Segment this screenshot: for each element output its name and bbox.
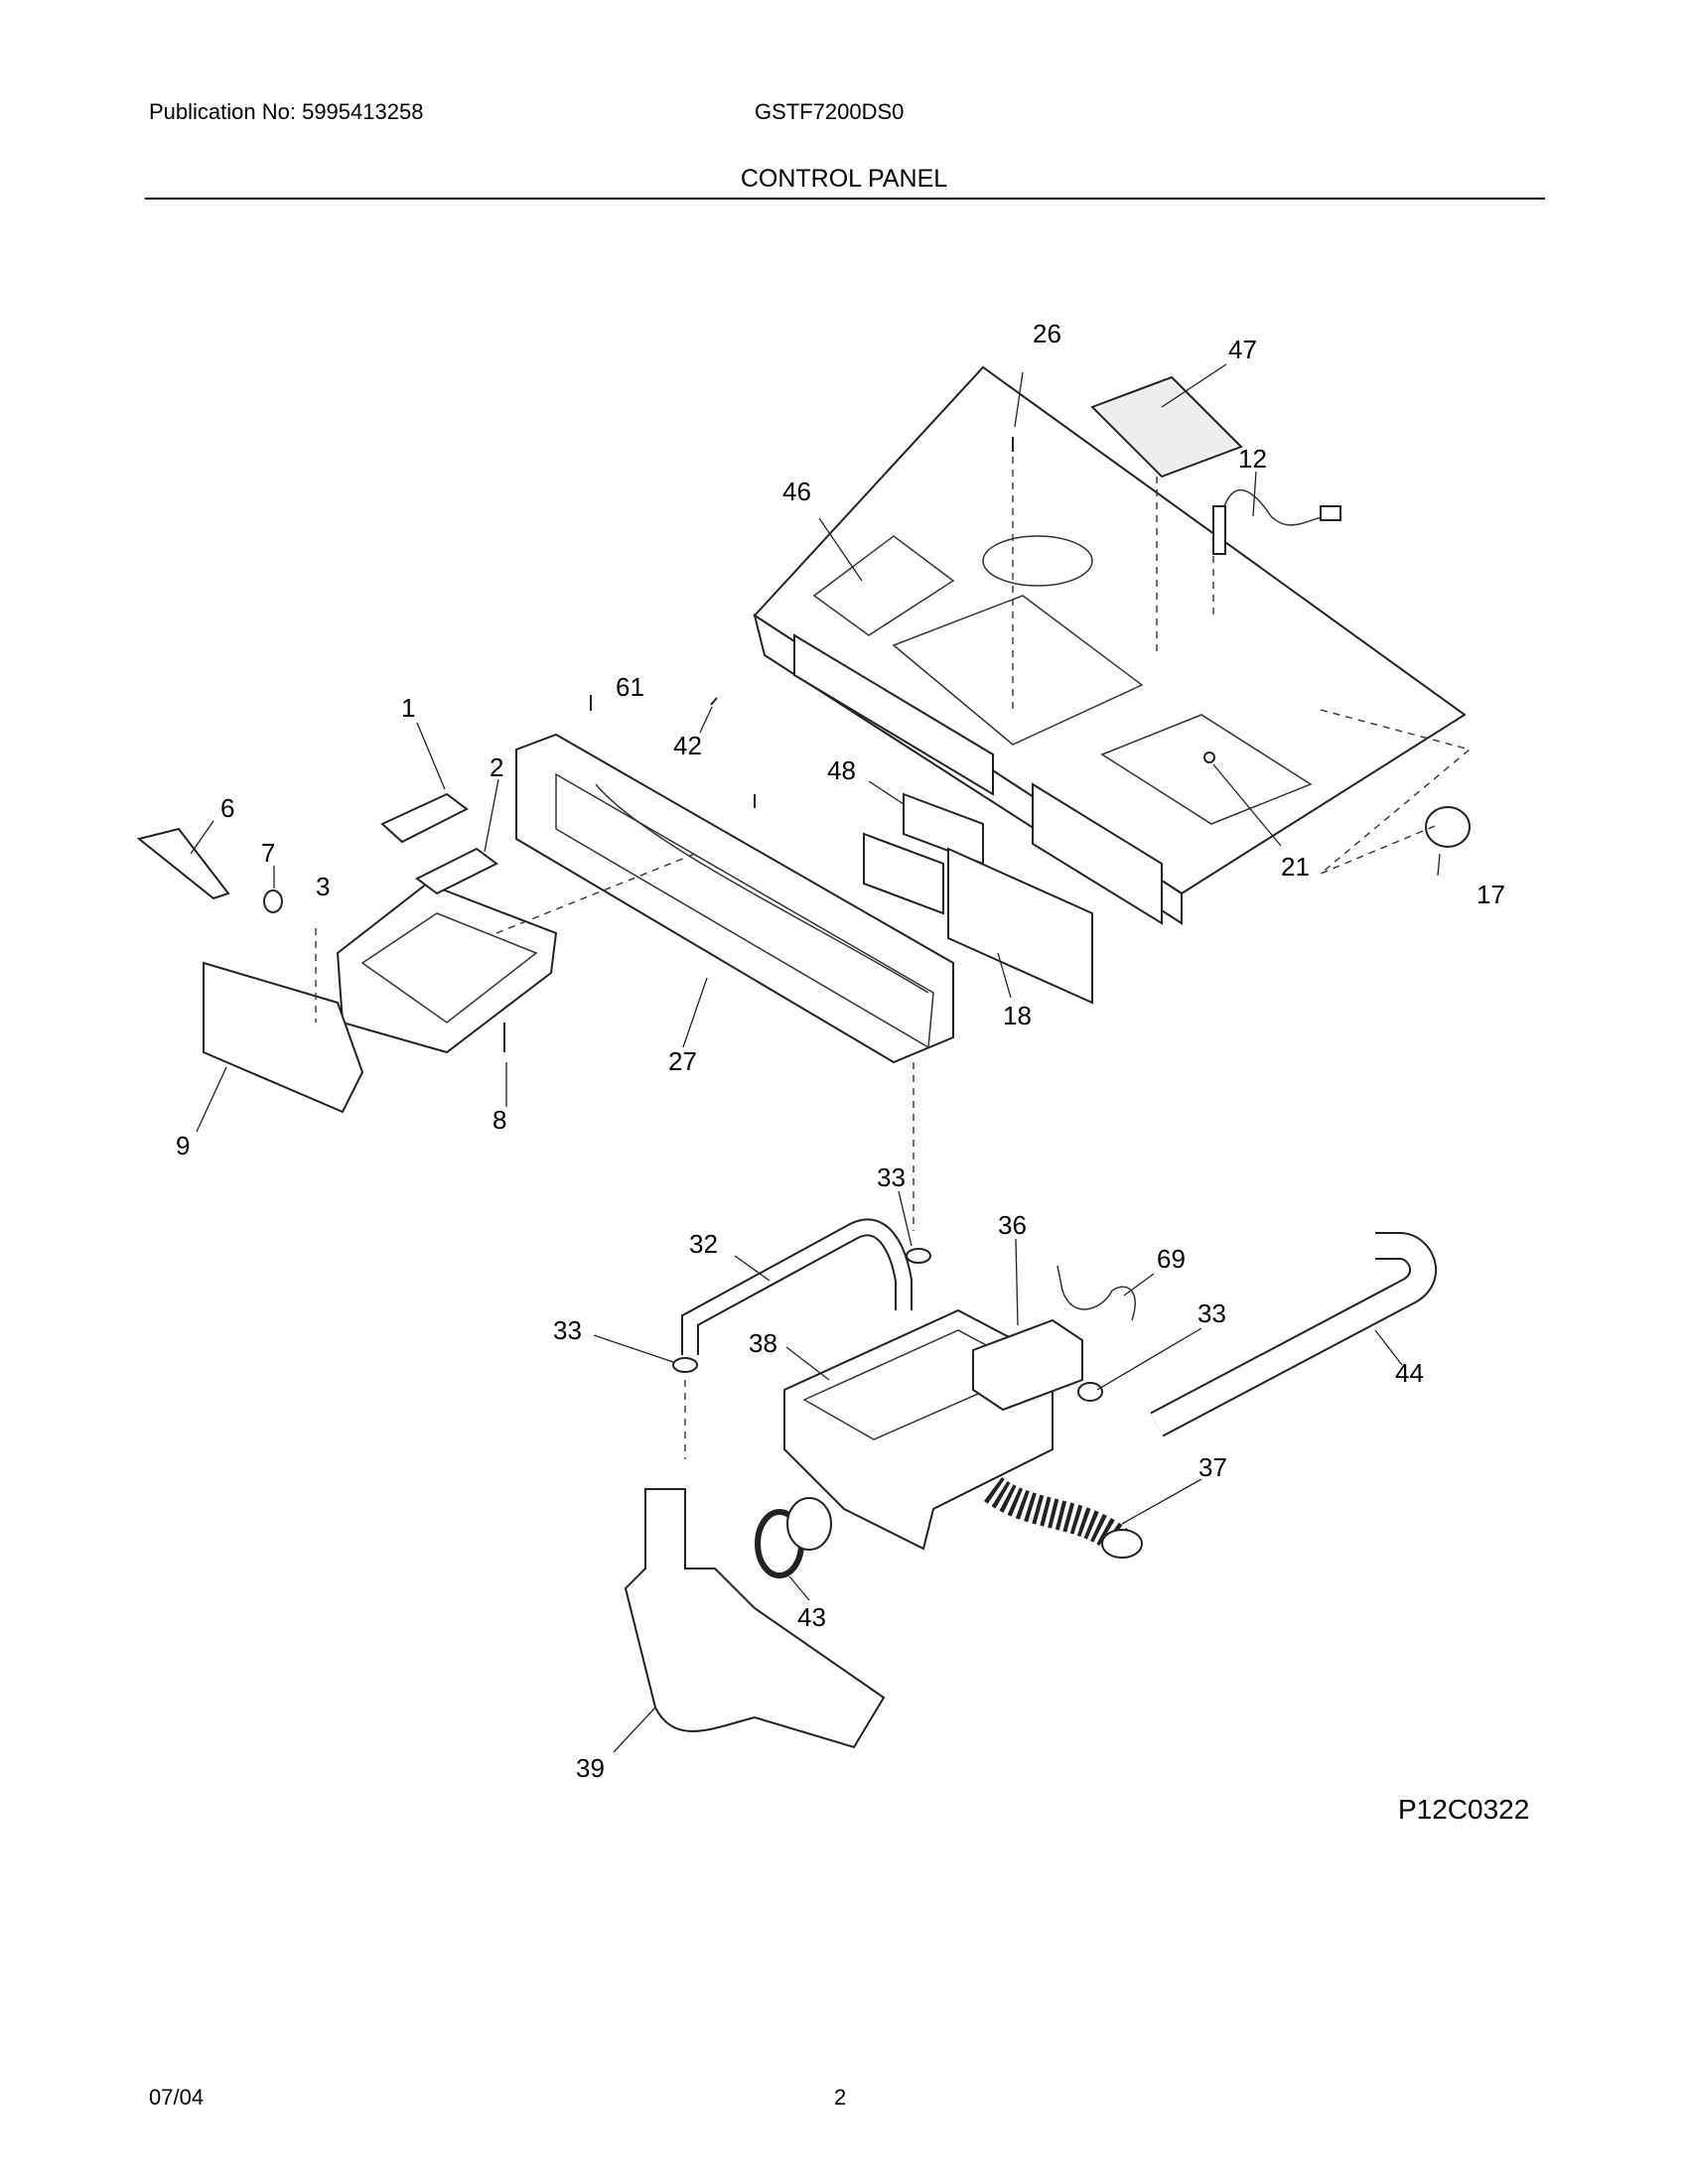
gasket-ring bbox=[755, 1497, 832, 1578]
drawer-front bbox=[203, 961, 364, 1114]
console-panel bbox=[515, 733, 954, 1064]
page-number: 2 bbox=[834, 2085, 847, 2110]
part-label: 2 bbox=[490, 752, 503, 782]
hinge-bracket bbox=[136, 827, 230, 900]
part-label: 47 bbox=[1228, 335, 1257, 364]
part-label: 7 bbox=[261, 838, 275, 868]
fill-hose bbox=[681, 1218, 913, 1355]
part-label: 32 bbox=[689, 1229, 718, 1259]
part-label: 37 bbox=[1198, 1452, 1227, 1482]
part-label: 48 bbox=[827, 755, 856, 785]
part-label: 38 bbox=[749, 1328, 777, 1358]
bellows-hose bbox=[984, 1476, 1143, 1559]
dispenser-housing bbox=[336, 882, 558, 1054]
part-callouts: 1 2 3 6 7 8 9 12 17 18 21 26 27 32 33 33… bbox=[176, 319, 1505, 1783]
footer-date: 07/04 bbox=[149, 2085, 205, 2110]
part-label: 3 bbox=[316, 872, 330, 901]
model-number: GSTF7200DS0 bbox=[755, 99, 905, 124]
part-label: 61 bbox=[616, 672, 644, 702]
part-label: 21 bbox=[1281, 852, 1310, 882]
water-valve bbox=[972, 1318, 1083, 1412]
part-label: 17 bbox=[1477, 880, 1505, 909]
part-label: 36 bbox=[998, 1210, 1027, 1240]
part-label: 69 bbox=[1157, 1244, 1186, 1274]
part-label: 43 bbox=[797, 1602, 826, 1632]
part-label: 44 bbox=[1395, 1358, 1424, 1388]
part-label: 1 bbox=[401, 693, 415, 723]
part-label: 8 bbox=[492, 1105, 506, 1135]
part-label: 39 bbox=[576, 1753, 605, 1783]
part-label: 33 bbox=[553, 1315, 582, 1345]
part-label: 12 bbox=[1238, 444, 1267, 474]
fill-duct bbox=[624, 1488, 886, 1749]
part-label: 27 bbox=[668, 1046, 697, 1076]
spring bbox=[263, 889, 283, 913]
wire-harness bbox=[1212, 489, 1341, 555]
chassis-frame bbox=[753, 365, 1467, 925]
part-label: 42 bbox=[673, 731, 702, 760]
publication-number: Publication No: 5995413258 bbox=[149, 99, 424, 124]
pressure-switch bbox=[1425, 806, 1471, 848]
header-divider bbox=[145, 198, 1545, 200]
part-label: 46 bbox=[782, 477, 811, 506]
part-label: 9 bbox=[176, 1131, 190, 1160]
valve-wires bbox=[1056, 1265, 1136, 1321]
screws bbox=[503, 437, 1215, 1052]
part-label: 26 bbox=[1033, 319, 1061, 348]
drain-hose bbox=[1150, 1232, 1438, 1437]
drawing-code: P12C0322 bbox=[1398, 1794, 1530, 1825]
leader-lines bbox=[190, 363, 1441, 1753]
part-label: 6 bbox=[220, 793, 234, 823]
hose-clamps bbox=[672, 1248, 1103, 1402]
part-label: 33 bbox=[877, 1162, 906, 1192]
part-label: 33 bbox=[1197, 1298, 1226, 1328]
explode-lines bbox=[315, 457, 1472, 1459]
electronic-control bbox=[863, 832, 1093, 1005]
page-title: CONTROL PANEL bbox=[740, 165, 948, 193]
dispenser-caps bbox=[380, 792, 498, 895]
part-label: 18 bbox=[1003, 1001, 1032, 1030]
filter-pad bbox=[1090, 375, 1243, 478]
